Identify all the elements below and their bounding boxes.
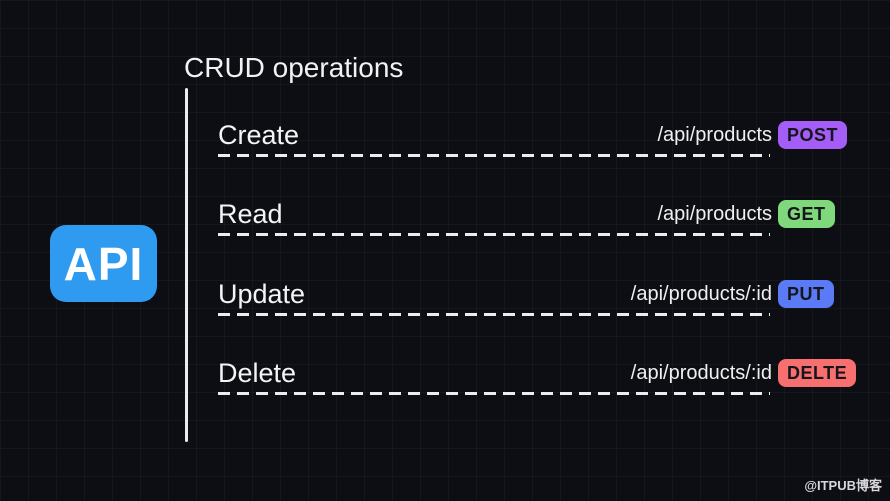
diagram-title: CRUD operations [184, 52, 404, 83]
operation-label: Read [218, 198, 283, 229]
crud-row-delete: Delete /api/products/:id DELTE [218, 356, 878, 395]
dashed-connector-line [218, 313, 770, 316]
dashed-connector-line [218, 392, 770, 395]
endpoint-path: /api/products/:id [630, 282, 772, 305]
endpoint-path: /api/products [657, 123, 772, 146]
watermark-text: @ITPUB博客 [804, 478, 882, 493]
operation-label: Delete [218, 357, 297, 388]
crud-row-read: Read /api/products GET [218, 197, 878, 236]
http-method-badge: GET [778, 200, 835, 228]
http-method-badge: POST [778, 121, 848, 149]
vertical-divider-line [185, 88, 188, 442]
endpoint-path: /api/products [657, 202, 772, 225]
operation-label: Update [218, 278, 306, 309]
crud-row-create: Create /api/products POST [218, 118, 878, 157]
endpoint-path: /api/products/:id [630, 361, 772, 384]
dashed-connector-line [218, 233, 770, 236]
http-method-badge: PUT [778, 280, 834, 308]
operation-label: Create [218, 119, 300, 150]
dashed-connector-line [218, 154, 770, 157]
api-logo-badge: API [50, 225, 157, 302]
crud-row-update: Update /api/products/:id PUT [218, 277, 878, 316]
http-method-badge: DELTE [778, 359, 857, 387]
